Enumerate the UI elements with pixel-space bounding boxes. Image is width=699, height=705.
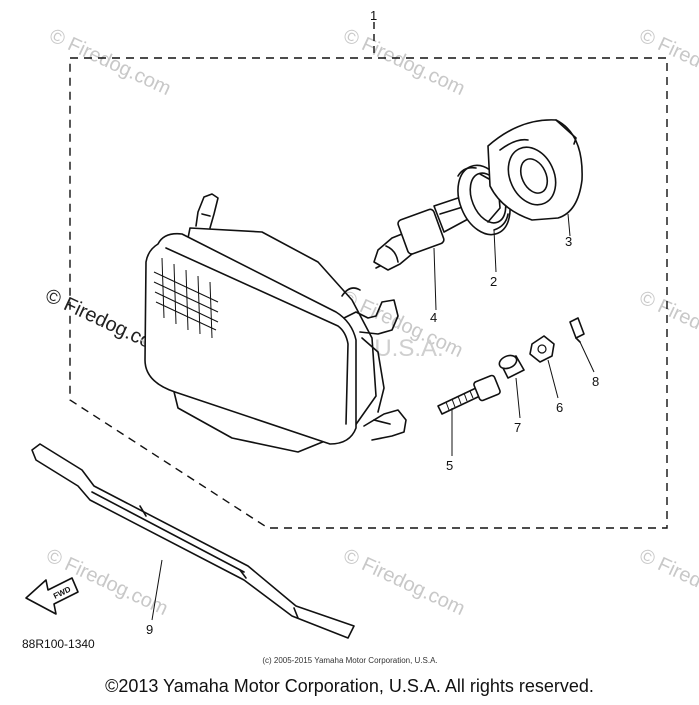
footer-copyright: ©2013 Yamaha Motor Corporation, U.S.A. A… bbox=[105, 676, 594, 696]
callout-9: 9 bbox=[146, 622, 153, 637]
callout-3: 3 bbox=[565, 234, 572, 249]
collar bbox=[498, 354, 525, 379]
callout-6: 6 bbox=[556, 400, 563, 415]
watermark-text: © Firedog.com bbox=[46, 25, 174, 100]
headlight-bulb bbox=[373, 195, 471, 271]
assembly-boundary bbox=[69, 22, 668, 529]
lens-prisms bbox=[153, 257, 219, 339]
leader-lines bbox=[151, 213, 595, 621]
small-copyright: (c) 2005-2015 Yamaha Motor Corporation, … bbox=[262, 656, 437, 665]
headlight-housing bbox=[144, 193, 407, 453]
callout-1: 1 bbox=[370, 8, 377, 23]
watermark-text: © Firedog.com bbox=[340, 545, 468, 620]
nut bbox=[529, 335, 555, 363]
watermark-text: © Firedog.com bbox=[340, 25, 468, 100]
mounting-strip bbox=[31, 443, 355, 639]
pilot-bulb bbox=[569, 317, 585, 343]
callout-4: 4 bbox=[430, 310, 437, 325]
callout-7: 7 bbox=[514, 420, 521, 435]
dust-cover bbox=[487, 119, 583, 221]
watermark-layer: © Firedog.com © Firedog.com © Firedog.co… bbox=[42, 25, 699, 620]
fwd-arrow: FWD bbox=[25, 577, 79, 615]
diagram-code: 88R100-1340 bbox=[22, 637, 95, 651]
watermark-text: © Firedog.com bbox=[636, 25, 699, 100]
callout-8: 8 bbox=[592, 374, 599, 389]
watermark-text: © Firedog.com bbox=[636, 545, 699, 620]
adjuster-screw bbox=[437, 374, 501, 415]
callout-2: 2 bbox=[490, 274, 497, 289]
callout-5: 5 bbox=[446, 458, 453, 473]
